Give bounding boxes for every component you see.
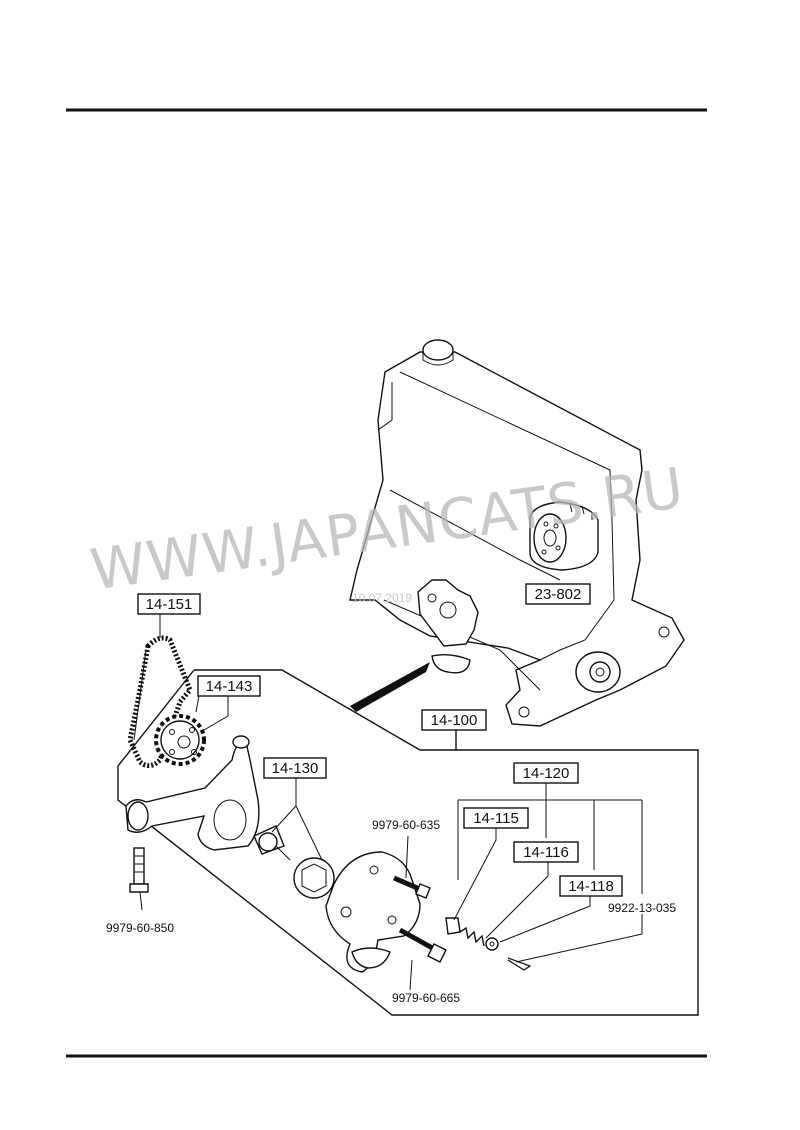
engine-block (349, 339, 685, 727)
pump-body-icon (125, 735, 260, 851)
plunger-icon (445, 917, 461, 935)
oil-filter-icon (529, 501, 599, 571)
location-arrow (350, 662, 430, 712)
timing-chain-icon (127, 635, 193, 768)
label-rotor-set: 14-130 (272, 760, 319, 777)
label-box-cap: 14-118 (559, 875, 623, 897)
label-box-spring: 14-116 (513, 841, 579, 863)
label-plunger: 14-115 (473, 810, 519, 827)
label-box-relief-valve-set: 14-120 (513, 762, 579, 784)
label-box-timing-chain: 14-151 (137, 593, 201, 615)
label-box-oil-pump-assembly: 14-100 (421, 709, 487, 731)
date-stamp: 10.07.2019 (352, 591, 412, 605)
label-box-plunger: 14-115 (463, 807, 529, 829)
label-box-rotor-set: 14-130 (263, 757, 327, 779)
label-oil-filter: 23-802 (535, 586, 582, 603)
cap-icon (485, 937, 499, 951)
label-box-sprocket: 14-143 (197, 675, 261, 697)
pump-cover-icon (325, 851, 421, 973)
label-bolt-oil-pump: 9979-60-850 (106, 921, 174, 935)
label-split-pin: 9922-13-035 (608, 901, 676, 915)
label-oil-pump-assembly: 14-100 (431, 712, 478, 729)
bolt-cover-lower-icon (398, 927, 447, 963)
spring-icon (459, 926, 485, 947)
label-timing-chain: 14-151 (146, 596, 193, 613)
label-spring: 14-116 (523, 844, 569, 861)
label-box-oil-filter: 23-802 (525, 583, 591, 605)
label-bolt-cover-upper: 9979-60-635 (372, 818, 440, 832)
label-relief-valve-set: 14-120 (523, 765, 570, 782)
assembly-frame (117, 669, 699, 1016)
label-cap: 14-118 (568, 878, 614, 895)
bolt-cover-upper-icon (393, 875, 431, 899)
label-sprocket: 14-143 (206, 678, 253, 695)
label-bolt-cover-lower: 9979-60-665 (392, 991, 460, 1005)
watermark: WWW.JAPANCATS.RU (87, 456, 688, 604)
leader-lines (139, 612, 643, 991)
split-pin-icon (507, 957, 532, 971)
sprocket-icon (154, 714, 206, 766)
rotor-set-icon (253, 825, 335, 899)
bolt-oil-pump-icon (129, 847, 149, 893)
